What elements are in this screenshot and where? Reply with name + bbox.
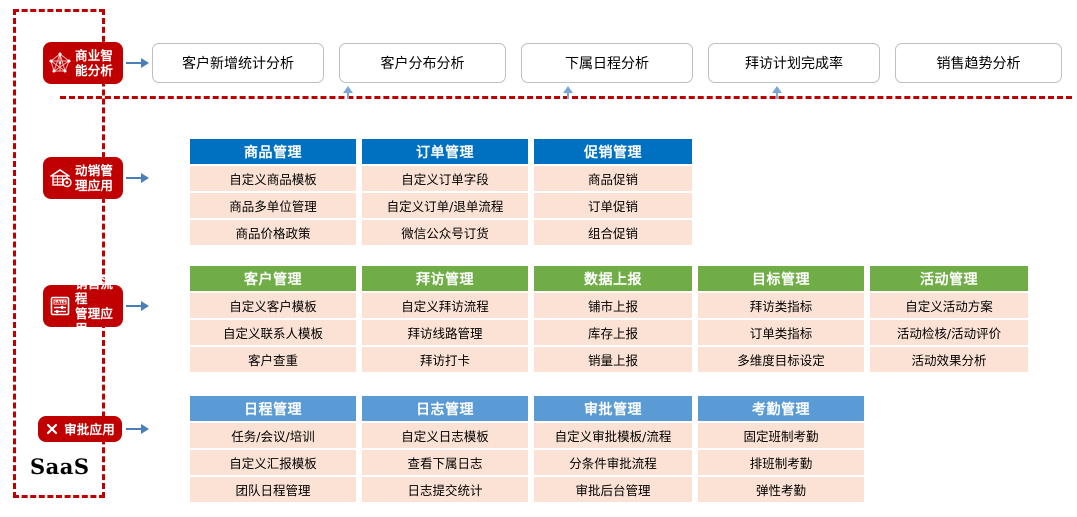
category-tag-label-approval: 审批应用 [64,421,115,437]
store-house-icon [48,166,72,190]
column-cell[interactable]: 查看下属日志 [362,450,528,475]
column-cell[interactable]: 多维度目标设定 [698,347,864,372]
bi-pill-5[interactable]: 销售趋势分析 [895,43,1062,83]
connector-arrow-approval [126,424,150,434]
sale-board-icon: SALE [48,294,72,318]
column-cell[interactable]: 自定义联系人模板 [190,320,356,345]
network-graph-icon [48,51,72,75]
column-header: 日志管理 [362,396,528,421]
column-cell[interactable]: 审批后台管理 [534,477,692,502]
module-column-richeng: 日程管理 任务/会议/培训 自定义汇报模板 团队日程管理 [190,396,356,502]
column-cell[interactable]: 团队日程管理 [190,477,356,502]
column-header: 订单管理 [362,139,528,164]
bi-pill-1[interactable]: 客户新增统计分析 [152,43,324,83]
column-header: 客户管理 [190,266,356,291]
column-cell[interactable]: 组合促销 [534,220,692,245]
bi-pill-2[interactable]: 客户分布分析 [339,43,506,83]
column-header: 数据上报 [534,266,692,291]
connector-arrow-sales-process [126,301,150,311]
column-cell[interactable]: 销量上报 [534,347,692,372]
column-cell[interactable]: 商品促销 [534,166,692,191]
column-cell[interactable]: 订单促销 [534,193,692,218]
module-column-baifang: 拜访管理 自定义拜访流程 拜访线路管理 拜访打卡 [362,266,528,372]
bi-pill-3[interactable]: 下属日程分析 [521,43,693,83]
saas-dashed-container [13,9,105,498]
module-column-kehu: 客户管理 自定义客户模板 自定义联系人模板 客户查重 [190,266,356,372]
category-tag-label-bi: 商业智 能分析 [75,48,114,78]
module-column-shangpin: 商品管理 自定义商品模板 商品多单位管理 商品价格政策 [190,139,356,245]
connector-arrow-dongxiao [126,173,150,183]
category-tag-label-sales-process: 销售流程 管理应用 [75,276,114,336]
column-header: 日程管理 [190,396,356,421]
column-cell[interactable]: 拜访打卡 [362,347,528,372]
column-cell[interactable]: 自定义商品模板 [190,166,356,191]
column-header: 目标管理 [698,266,864,291]
column-cell[interactable]: 自定义活动方案 [870,293,1028,318]
column-cell[interactable]: 日志提交统计 [362,477,528,502]
saas-platform-label: SaaS [30,454,90,479]
column-cell[interactable]: 拜访线路管理 [362,320,528,345]
column-cell[interactable]: 自定义汇报模板 [190,450,356,475]
category-tag-dongxiao[interactable]: 动销管 理应用 [43,157,123,199]
column-cell[interactable]: 分条件审批流程 [534,450,692,475]
column-cell[interactable]: 固定班制考勤 [698,423,864,448]
module-column-kaoqin: 考勤管理 固定班制考勤 排班制考勤 弹性考勤 [698,396,864,502]
column-header: 拜访管理 [362,266,528,291]
column-cell[interactable]: 活动检核/活动评价 [870,320,1028,345]
column-cell[interactable]: 客户查重 [190,347,356,372]
module-column-rizhi: 日志管理 自定义日志模板 查看下属日志 日志提交统计 [362,396,528,502]
column-cell[interactable]: 自定义订单/退单流程 [362,193,528,218]
column-cell[interactable]: 商品多单位管理 [190,193,356,218]
column-header: 活动管理 [870,266,1028,291]
column-cell[interactable]: 铺市上报 [534,293,692,318]
column-cell[interactable]: 活动效果分析 [870,347,1028,372]
category-tag-approval[interactable]: 审批应用 [38,416,122,442]
up-arrow-icon-3 [772,86,782,99]
category-tag-sales-process[interactable]: SALE 销售流程 管理应用 [43,276,123,336]
column-cell[interactable]: 微信公众号订货 [362,220,528,245]
column-cell[interactable]: 订单类指标 [698,320,864,345]
column-cell[interactable]: 库存上报 [534,320,692,345]
column-cell[interactable]: 弹性考勤 [698,477,864,502]
column-cell[interactable]: 任务/会议/培训 [190,423,356,448]
cross-check-icon [45,422,59,436]
module-column-mubiao: 目标管理 拜访类指标 订单类指标 多维度目标设定 [698,266,864,372]
up-arrow-icon-2 [563,86,573,99]
column-cell[interactable]: 自定义审批模板/流程 [534,423,692,448]
horizontal-dashed-divider [60,96,1072,99]
column-cell[interactable]: 自定义订单字段 [362,166,528,191]
bi-pill-4[interactable]: 拜访计划完成率 [708,43,880,83]
column-cell[interactable]: 排班制考勤 [698,450,864,475]
category-tag-bi[interactable]: 商业智 能分析 [43,42,123,84]
column-header: 商品管理 [190,139,356,164]
column-header: 审批管理 [534,396,692,421]
module-column-shenpi: 审批管理 自定义审批模板/流程 分条件审批流程 审批后台管理 [534,396,692,502]
category-tag-label-dongxiao: 动销管 理应用 [75,163,114,193]
svg-text:SALE: SALE [54,300,66,306]
column-cell[interactable]: 自定义客户模板 [190,293,356,318]
column-cell[interactable]: 商品价格政策 [190,220,356,245]
column-cell[interactable]: 自定义日志模板 [362,423,528,448]
module-column-dingdan: 订单管理 自定义订单字段 自定义订单/退单流程 微信公众号订货 [362,139,528,245]
module-column-cuxiao: 促销管理 商品促销 订单促销 组合促销 [534,139,692,245]
column-header: 考勤管理 [698,396,864,421]
column-header: 促销管理 [534,139,692,164]
connector-arrow-bi [126,58,150,68]
module-column-shuju: 数据上报 铺市上报 库存上报 销量上报 [534,266,692,372]
column-cell[interactable]: 拜访类指标 [698,293,864,318]
column-cell[interactable]: 自定义拜访流程 [362,293,528,318]
module-column-huodong: 活动管理 自定义活动方案 活动检核/活动评价 活动效果分析 [870,266,1028,372]
up-arrow-icon-1 [343,86,353,99]
